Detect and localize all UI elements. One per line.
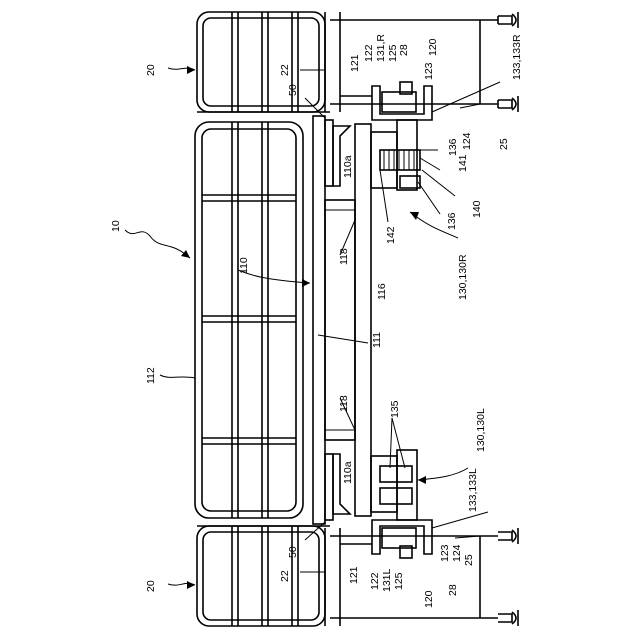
label-110a-bottom: 110a [342,461,354,484]
label-133l: 133,133L [467,468,479,512]
reference-labels: 10 20 20 112 110 111 116 118 118 110a 11… [110,34,523,608]
top-vehicle-cage [197,12,330,112]
label-28-bottom: 28 [447,584,459,596]
label-20-bottom: 20 [145,580,157,592]
label-121-bottom: 121 [348,566,360,584]
label-141: 141 [457,154,469,172]
label-135: 135 [389,400,401,418]
label-25-top: 25 [498,138,510,150]
label-50-bottom: 50 [287,546,299,558]
label-123-bottom: 123 [439,544,451,562]
label-131r: 131,R [375,34,387,62]
label-124-bottom: 124 [451,544,463,562]
label-120-top: 120 [427,38,439,56]
label-125-bottom: 125 [393,572,405,590]
label-111: 111 [371,332,383,348]
label-25-bottom: 25 [463,554,475,566]
label-122-bottom: 122 [369,572,381,590]
label-136-a: 136 [447,138,459,156]
label-118-bottom: 118 [338,395,350,412]
label-131l: 131L [381,568,393,592]
label-28-top: 28 [398,44,410,56]
label-22-bottom: 22 [279,570,291,582]
label-121-top: 121 [349,54,361,72]
label-130l: 130,130L [475,408,487,452]
label-110a-top: 110a [342,155,354,178]
label-10: 10 [110,220,122,232]
main-cage-112 [195,122,303,518]
label-133r: 133,133R [511,34,523,80]
label-123-top: 123 [423,62,435,80]
label-118-top: 118 [338,248,350,265]
label-130r: 130,130R [457,254,469,300]
label-110: 110 [238,257,250,274]
label-140: 140 [471,200,483,218]
label-50-top: 50 [287,84,299,96]
label-20-top: 20 [145,64,157,76]
label-136-b: 136 [446,212,458,230]
label-116: 116 [376,283,388,300]
label-22-top: 22 [279,64,291,76]
label-124-top: 124 [461,132,473,150]
label-122-top: 122 [363,44,375,62]
label-142: 142 [385,226,397,244]
label-112: 112 [145,367,157,384]
bottom-vehicle-cage [197,526,330,626]
label-120-bottom: 120 [423,590,435,608]
